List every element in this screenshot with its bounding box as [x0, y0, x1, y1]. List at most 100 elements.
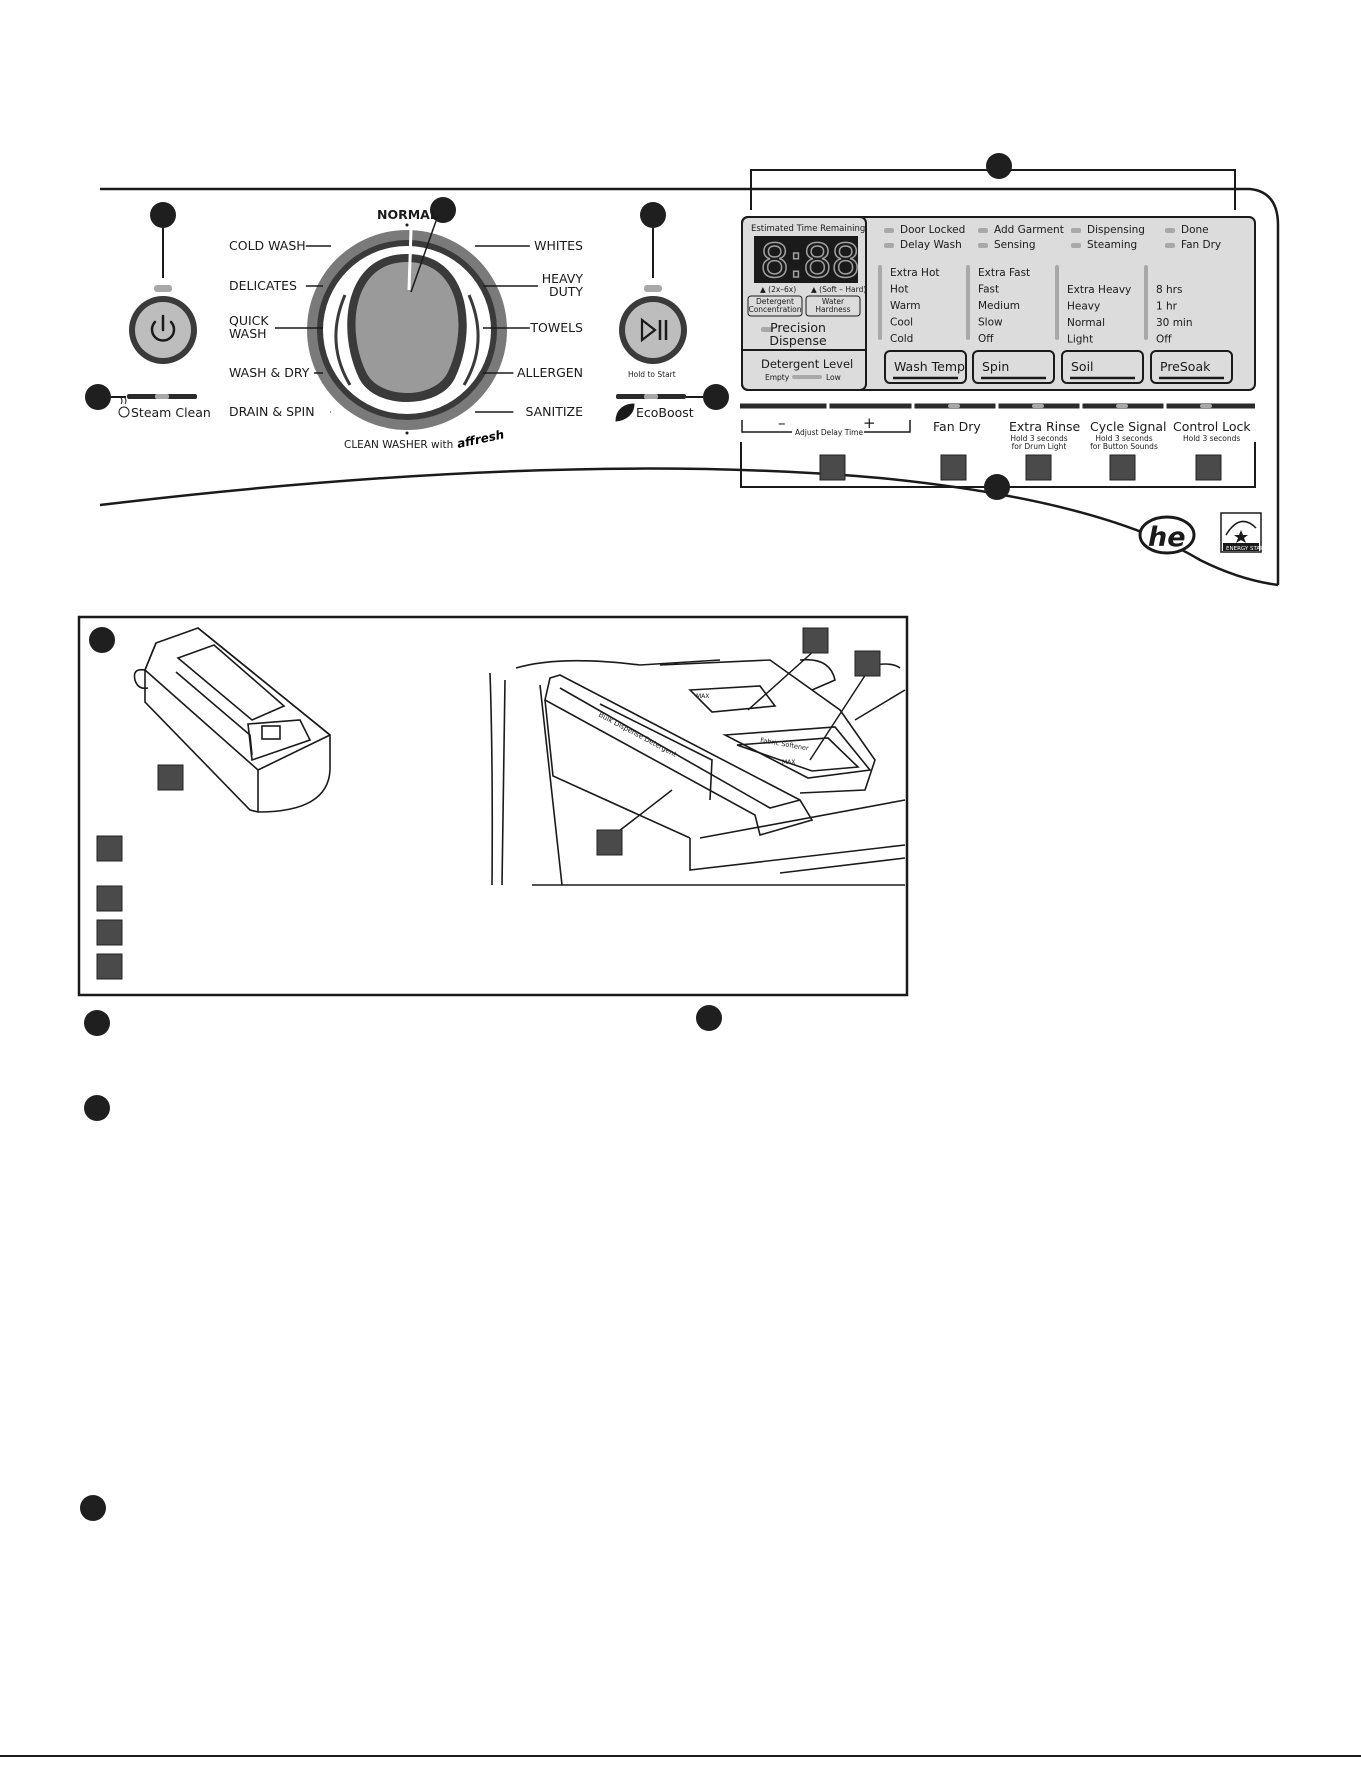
detergent-concentration-box: [747, 295, 803, 317]
energy-star-logo: ENERGY STAR: [1220, 512, 1264, 553]
control-lock-button[interactable]: Control Lock: [1173, 419, 1251, 434]
modifier-button-label[interactable]: PreSoak: [1160, 359, 1211, 374]
status-label: Add Garment: [994, 224, 1064, 236]
range-right: ▲ (Soft – Hard): [811, 285, 866, 294]
cycle-dial[interactable]: [307, 197, 507, 430]
callout-square: [1109, 454, 1136, 481]
callout-square: [1025, 454, 1052, 481]
estimated-time-label: Estimated Time Remaining: [751, 224, 865, 234]
modifier-option: Hot: [890, 284, 908, 296]
fan-dry-button[interactable]: Fan Dry: [933, 419, 981, 434]
dial-cycle-label[interactable]: COLD WASH: [229, 238, 306, 253]
extra-rinse-button[interactable]: Extra Rinse: [1009, 419, 1081, 434]
cycle-signal-sub-text: Hold 3 seconds: [1095, 434, 1152, 443]
dial-cycle-label[interactable]: QUICK: [229, 313, 269, 328]
cycle-signal-button[interactable]: Cycle Signal: [1090, 419, 1167, 434]
modifier-option: Normal: [1067, 317, 1105, 329]
modifier-button[interactable]: [1061, 350, 1144, 384]
range-left: ▲ (2x–6x): [760, 285, 796, 294]
time-digits: 8:88: [760, 234, 859, 288]
power-section: Steam Clean: [85, 202, 211, 420]
time-display: [754, 236, 858, 283]
power-led: [154, 285, 172, 292]
callout-square: [96, 919, 123, 946]
marker-dot: [986, 153, 1012, 179]
modifier-button[interactable]: [884, 350, 967, 384]
compartment-max-2: MAX: [782, 759, 795, 766]
level-bar: [792, 375, 822, 379]
marker-dot: [84, 1010, 110, 1036]
dial-cycle-label[interactable]: SANITIZE: [525, 404, 583, 419]
dial-cycle-label[interactable]: ALLERGEN: [517, 365, 583, 380]
dial-cycle-label[interactable]: DUTY: [549, 284, 583, 299]
modifier-option: Fast: [978, 284, 999, 296]
minus-button[interactable]: –: [778, 414, 786, 432]
dial-grip-left: [334, 294, 352, 386]
marker-dot: [150, 202, 176, 228]
control-lock-sub: Hold 3 seconds: [1183, 434, 1240, 443]
dial-cycle-label[interactable]: WHITES: [534, 238, 583, 253]
modifier-button[interactable]: [972, 350, 1055, 384]
he-logo: he: [1138, 515, 1196, 555]
status-led: [1165, 243, 1175, 248]
dial-cycle-label[interactable]: TOWELS: [529, 320, 583, 335]
modifier-option: Extra Hot: [890, 267, 940, 279]
start-led: [644, 285, 662, 292]
modifier-button-label[interactable]: Wash Temp: [894, 359, 965, 374]
steam-clean-label[interactable]: Steam Clean: [131, 405, 211, 420]
affresh-logo: affresh: [456, 427, 506, 451]
level-low-label: Low: [826, 373, 841, 382]
power-icon: [150, 314, 176, 342]
modifier-button[interactable]: [1150, 350, 1233, 384]
callout-square: [96, 885, 123, 912]
status-label: Done: [1181, 224, 1209, 236]
dial-cycle-label[interactable]: WASH: [229, 326, 267, 341]
status-led: [1165, 228, 1175, 233]
cycle-signal-sub-text: for Button Sounds: [1090, 442, 1158, 451]
dial-cycle-label[interactable]: WASH & DRY: [229, 365, 310, 380]
dial-knob: [355, 262, 459, 393]
callout-square: [819, 454, 846, 481]
modifier-option: 1 hr: [1156, 301, 1178, 313]
control-panel-outline: [99, 187, 1280, 587]
dial-cycle-label[interactable]: HEAVY: [542, 271, 584, 286]
detergent-concentration-text[interactable]: Detergent: [756, 297, 794, 306]
status-led: [884, 228, 894, 233]
modifier-option: Cool: [890, 317, 913, 329]
callout-square: [1195, 454, 1222, 481]
power-button[interactable]: [129, 296, 197, 364]
dial-cycle-label[interactable]: DELICATES: [229, 278, 297, 293]
detergent-concentration-text[interactable]: Concentration: [748, 305, 801, 314]
dial-cycle-label[interactable]: DRAIN & SPIN: [229, 404, 315, 419]
marker-dot: [696, 1005, 722, 1031]
status-label: Door Locked: [900, 224, 965, 236]
water-hardness-text[interactable]: Water: [822, 297, 845, 306]
plus-button[interactable]: +: [863, 414, 876, 432]
start-section: Hold to Start EcoBoost: [615, 202, 729, 422]
start-pause-button[interactable]: [619, 296, 687, 364]
hold-to-start-label: Hold to Start: [628, 370, 676, 379]
modifier-option: Cold: [890, 333, 913, 345]
modifier-scale: [1144, 265, 1148, 340]
modifier-option: Extra Heavy: [1067, 284, 1131, 296]
modifier-option: Heavy: [1067, 301, 1100, 313]
marker-dot: [984, 474, 1010, 500]
water-hardness-text[interactable]: Hardness: [815, 305, 850, 314]
ecoboost-label[interactable]: EcoBoost: [636, 405, 694, 420]
marker-dot: [89, 627, 115, 653]
modifier-scale: [966, 265, 970, 340]
modifier-button-label[interactable]: Soil: [1071, 359, 1094, 374]
modifier-option: 30 min: [1156, 317, 1193, 329]
callout-square: [596, 829, 623, 856]
callout-square: [802, 627, 829, 654]
modifier-option: Warm: [890, 300, 921, 312]
svg-text:he: he: [1148, 522, 1186, 553]
modifier-button-label[interactable]: Spin: [982, 359, 1009, 374]
modifier-option: Light: [1067, 334, 1093, 346]
